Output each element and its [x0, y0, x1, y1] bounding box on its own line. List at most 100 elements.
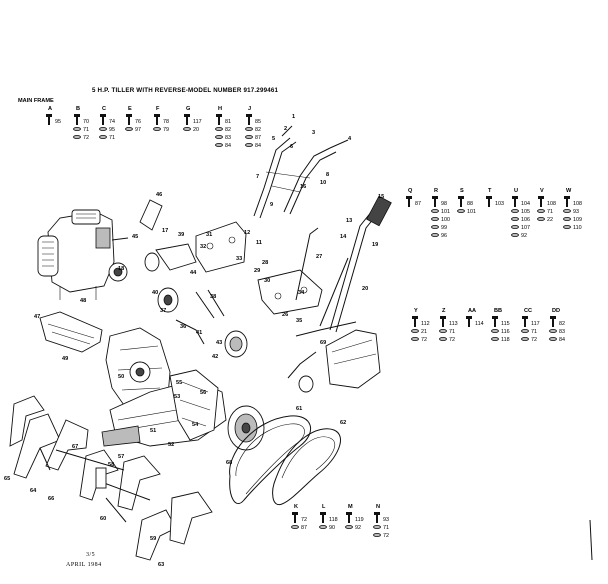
part-number: 72 [421, 337, 427, 343]
washer-icon [511, 216, 519, 221]
hardware-letter: K [294, 504, 298, 510]
part-number: 76 [135, 119, 141, 125]
hardware-letter: T [488, 188, 492, 194]
callout-number: 6 [290, 144, 293, 150]
hardware-letter: S [460, 188, 464, 194]
bolt-head-icon [486, 196, 492, 199]
part-number: 71 [109, 135, 115, 141]
washer-icon [549, 336, 557, 341]
hardware-letter: E [128, 106, 132, 112]
bolt-head-icon [46, 114, 52, 117]
callout-number: 43 [216, 340, 222, 346]
callout-number: 52 [168, 442, 174, 448]
bolt-shank-icon [376, 515, 378, 523]
washer-icon [99, 127, 107, 132]
washer-icon [125, 127, 133, 132]
callout-number: 61 [296, 406, 302, 412]
callout-number: 16 [300, 184, 306, 190]
hardware-letter: B [76, 106, 80, 112]
callout-number: 4 [348, 136, 352, 142]
hardware-letter: J [248, 106, 251, 112]
callout-number: 2 [284, 126, 287, 132]
part-number: 72 [83, 135, 89, 141]
part-number: 81 [225, 119, 231, 125]
callout-number: 1 [292, 114, 295, 120]
diagram-title: 5 H.P. TILLER WITH REVERSE-MODEL NUMBER … [92, 87, 279, 94]
bolt-shank-icon [408, 199, 410, 207]
hardware-letter: H [218, 106, 222, 112]
bolt-head-icon [216, 114, 222, 117]
part-number: 117 [193, 119, 202, 125]
callout-number: 10 [320, 180, 326, 186]
callout-number: 20 [362, 286, 368, 292]
part-number: 72 [449, 337, 455, 343]
part-number: 71 [547, 209, 553, 215]
callout-number: 30 [264, 278, 270, 284]
part-number: 117 [531, 321, 540, 327]
washer-icon [245, 142, 253, 147]
bolt-shank-icon [552, 319, 554, 327]
brackets-drawing [139, 199, 323, 345]
washer-icon [563, 224, 571, 229]
bolt-head-icon [406, 196, 412, 199]
callout-number: 46 [156, 192, 162, 198]
washer-icon [439, 328, 447, 333]
page-number: 3/5 [86, 552, 95, 558]
part-number: 101 [467, 209, 476, 215]
callout-number: 7 [256, 174, 259, 180]
hardware-letter: C [102, 106, 106, 112]
bolt-head-icon [126, 114, 132, 117]
part-number: 71 [83, 127, 89, 133]
control-rods-drawing [287, 195, 392, 379]
bolt-shank-icon [186, 117, 188, 125]
washer-icon [183, 127, 191, 132]
part-number: 88 [467, 201, 473, 207]
bolt-shank-icon [460, 199, 462, 207]
part-number: 98 [441, 201, 447, 207]
tine-shield-drawing [39, 311, 103, 353]
bolt-shank-icon [294, 515, 296, 523]
bolt-shank-icon [540, 199, 542, 207]
washer-icon [153, 127, 161, 132]
bolt-shank-icon [524, 319, 526, 327]
part-number: 84 [225, 143, 231, 149]
right-hardware-Q: Q87 [406, 188, 421, 207]
callout-number: 31 [206, 232, 212, 238]
callout-number: 57 [118, 454, 124, 460]
part-number: 82 [225, 127, 231, 133]
washer-icon [373, 525, 381, 530]
callout-number: 63 [158, 562, 164, 568]
right-hardware-row: Q87R981011009996S88101T103U1041051061079… [406, 188, 582, 239]
hardware-letter: N [376, 504, 380, 510]
callout-number: 32 [200, 244, 206, 250]
washer-icon [215, 142, 223, 147]
top-hardware-row: A95B707172C749571E7697F7879G11720H818283… [46, 106, 261, 149]
part-number: 115 [501, 321, 510, 327]
washer-icon [537, 208, 545, 213]
washer-icon [291, 525, 299, 530]
callout-number: 3 [312, 130, 315, 136]
part-number: 96 [441, 233, 447, 239]
bolt-shank-icon [442, 319, 444, 327]
hardware-letter: F [156, 106, 160, 112]
part-number: 97 [135, 127, 141, 133]
callout-number: 28 [262, 260, 268, 266]
part-number: 83 [225, 135, 231, 141]
bolt-shank-icon [156, 117, 158, 125]
callout-number: 49 [62, 356, 68, 362]
part-number: 104 [521, 201, 530, 207]
part-number: 109 [573, 217, 582, 223]
part-number: 85 [255, 119, 261, 125]
issue-date: APRIL 1984 [66, 562, 102, 568]
callout-number: 54 [192, 422, 199, 428]
callout-number: 9 [270, 202, 273, 208]
bolt-shank-icon [434, 199, 436, 207]
washer-icon [215, 127, 223, 132]
washer-icon [563, 216, 571, 221]
bolt-shank-icon [488, 199, 490, 207]
